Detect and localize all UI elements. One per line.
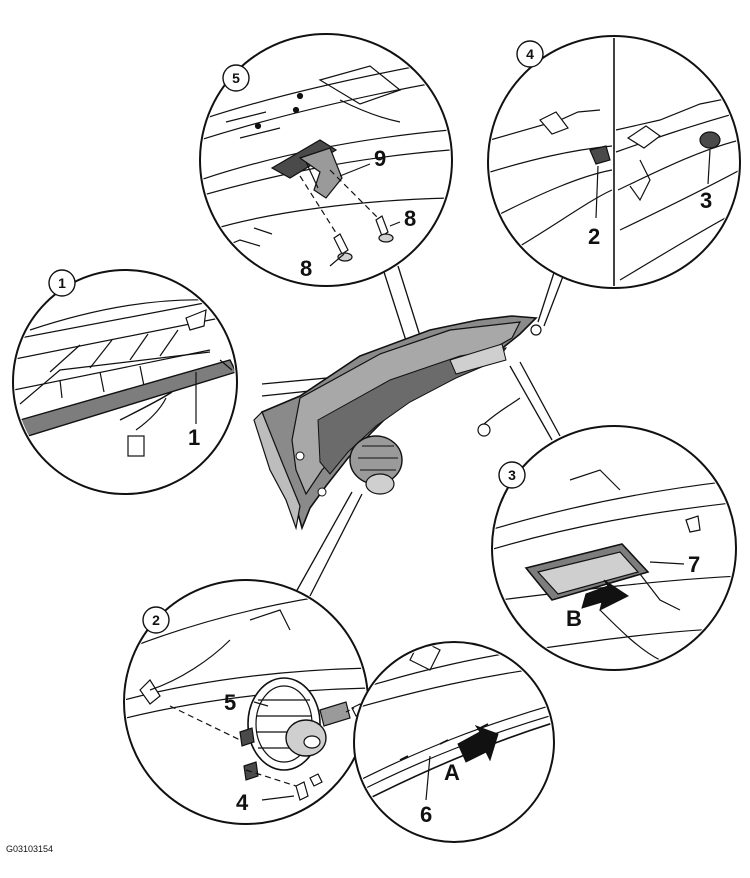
bubble-badge-4: 4	[516, 40, 544, 68]
part-label-4: 4	[236, 790, 249, 815]
part-label-2: 2	[588, 224, 600, 249]
bubble-1-label: 1	[58, 275, 66, 291]
part-label-b: B	[566, 606, 582, 631]
part-labels: 1 2 3 4 5 6 7 8 8 9 A B	[188, 146, 712, 827]
bubble-5-label: 5	[232, 70, 240, 86]
detail-circle-3	[491, 425, 737, 671]
part-label-6: 6	[420, 802, 432, 827]
bubble-2-label: 2	[152, 612, 160, 628]
part-label-7: 7	[688, 552, 700, 577]
bubble-badge-5: 5	[222, 64, 250, 92]
part-label-5: 5	[224, 690, 236, 715]
part-label-8a: 8	[300, 256, 312, 281]
detail-circle-2	[123, 579, 369, 825]
detail-circle-cable	[353, 641, 555, 843]
bubble-badges: 1 2 3 4 5	[48, 40, 544, 634]
detail-circle-5	[199, 33, 453, 287]
bubble-3-label: 3	[508, 467, 516, 483]
figure-code: G03103154	[6, 844, 53, 854]
arrow-a-icon	[457, 725, 499, 763]
part-label-9: 9	[374, 146, 386, 171]
bubble-badge-2: 2	[142, 606, 170, 634]
tailgate-panel	[253, 315, 542, 531]
detail-circle-4	[487, 35, 741, 289]
bubble-badge-3: 3	[498, 461, 526, 489]
bubble-badge-1: 1	[48, 269, 76, 297]
part-label-a: A	[444, 760, 460, 785]
arrow-b-icon	[581, 579, 629, 611]
detail-circle-1	[12, 269, 238, 495]
part-label-3: 3	[700, 188, 712, 213]
part-label-8b: 8	[404, 206, 416, 231]
bubble-4-label: 4	[526, 46, 534, 62]
part-label-1: 1	[188, 425, 200, 450]
